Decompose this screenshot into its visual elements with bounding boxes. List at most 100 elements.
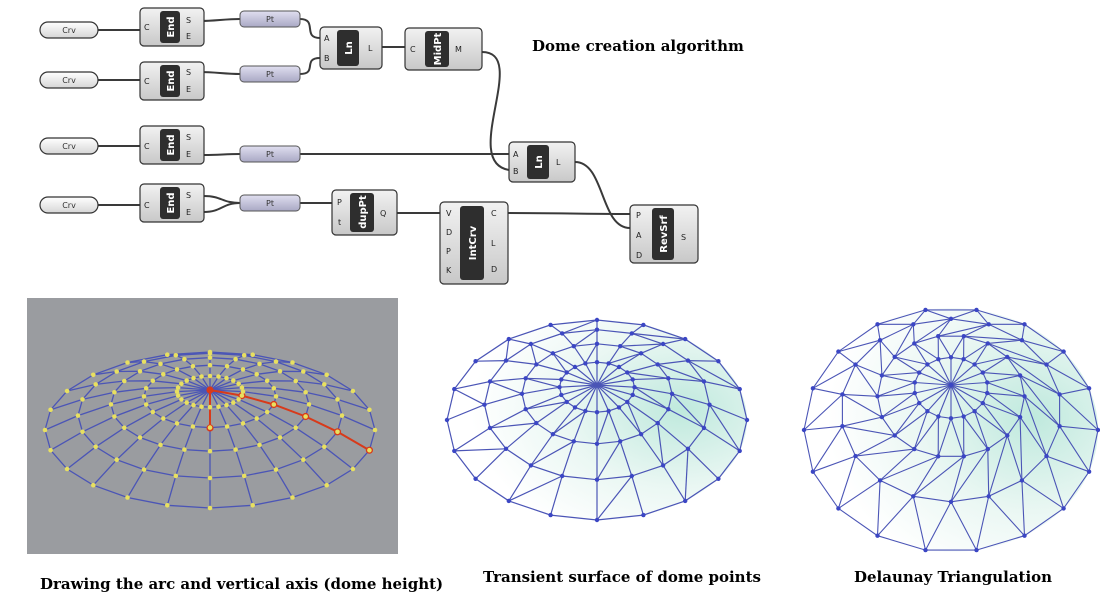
midpt-input-c: C: [410, 45, 416, 54]
delaunay-vertex-1-14: [948, 355, 954, 360]
transient-vertex-1-13: [564, 370, 569, 375]
viewport-vertex-5-22: [324, 372, 330, 378]
component-midpt[interactable]: MidPt C M: [404, 27, 483, 71]
transient-vertex-2-14: [550, 351, 556, 356]
delaunay-edge-2-18: [1019, 374, 1061, 427]
end-1-output-s: S: [186, 16, 191, 25]
viewport-vertex-4-20: [241, 353, 247, 358]
viewport-vertex-2-6: [224, 424, 230, 429]
intcrv-input-k: K: [446, 266, 452, 275]
delaunay-edge-1-18: [987, 374, 1025, 397]
viewport-vertex-1-11: [179, 397, 184, 402]
component-end-1-title: End: [166, 16, 177, 37]
viewport-vertex-1-7: [207, 404, 213, 410]
component-revsrf[interactable]: RevSrf P A D S: [629, 204, 699, 264]
transient-vertex-3-19: [685, 358, 691, 363]
transient-vertex-2-7: [571, 439, 576, 444]
transient-vertex-3-3: [685, 446, 691, 451]
delaunay-vertex-1-7: [925, 409, 930, 414]
viewport-vertex-2-1: [273, 394, 279, 399]
end-1-input-c: C: [144, 23, 150, 32]
transient-vertex-1-19: [625, 370, 630, 375]
wire-end3-pt3: [203, 153, 241, 156]
delaunay-spoke-7: [926, 384, 952, 412]
delaunay-vertex-4-2: [1086, 469, 1092, 474]
viewport-vertex-3-14: [112, 390, 117, 395]
viewport-vertex-1-21: [224, 375, 229, 381]
intcrv-output-d: D: [491, 265, 497, 274]
delaunay-edge-2-3: [988, 435, 1023, 497]
transient-vertex-1-10: [559, 392, 564, 398]
transient-diagonal-1-13: [552, 352, 568, 373]
revsrf-input-a: A: [636, 231, 642, 240]
transient-vertex-3-1: [707, 402, 712, 407]
transient-diagonal-2-9: [489, 422, 537, 429]
viewport-vertex-3-24: [303, 390, 308, 395]
component-ln-2[interactable]: Ln A B L: [508, 141, 576, 183]
component-end-2[interactable]: End C S E: [139, 61, 205, 101]
transient-vertex-2-4: [638, 432, 644, 437]
viewport-vertex-3-7: [207, 448, 213, 454]
component-end-1[interactable]: End C S E: [139, 7, 205, 47]
viewport-vertex-1-6: [216, 404, 221, 410]
param-pt-4[interactable]: Pt: [239, 194, 301, 212]
delaunay-vertex-4-8: [836, 506, 841, 511]
delaunay-edge-1-11: [881, 356, 920, 376]
viewport-meridian-24: [209, 386, 370, 411]
pt-params: Pt Pt Pt Pt: [239, 10, 301, 212]
delaunay-edge-1-9: [877, 392, 916, 418]
param-pt-2[interactable]: Pt: [239, 65, 301, 83]
delaunay-vertex-3-18: [1057, 392, 1062, 397]
viewport-vertex-4-2: [335, 429, 340, 435]
viewport-vertex-1-3: [236, 397, 241, 402]
delaunay-spoke-16: [950, 363, 975, 386]
revsrf-input-d: D: [636, 251, 642, 260]
transient-vertex-1-1: [632, 385, 637, 390]
ln-1-input-a: A: [324, 34, 330, 43]
param-crv-4[interactable]: Crv: [39, 196, 99, 214]
viewport-vertex-2-9: [174, 421, 180, 426]
transient-vertex-2-8: [550, 432, 556, 437]
delaunay-spoke-2: [950, 384, 984, 404]
viewport-vertex-2-19: [207, 362, 213, 368]
viewport-meridian-21: [209, 360, 293, 391]
param-pt-3[interactable]: Pt: [239, 145, 301, 163]
delaunay-edge-2-15: [963, 323, 1022, 341]
param-crv-3[interactable]: Crv: [39, 137, 99, 155]
param-pt-1[interactable]: Pt: [239, 10, 301, 28]
delaunay-edge-3-8: [812, 455, 857, 509]
delaunay-edge-2-13: [912, 318, 952, 344]
transient-vertex-2-13: [534, 362, 539, 367]
delaunay-edge-1-16: [974, 343, 1008, 365]
transient-vertex-3-9: [503, 446, 509, 451]
delaunay-vertex-4-18: [1086, 386, 1092, 391]
transient-vertex-3-10: [487, 425, 493, 431]
delaunay-edge-1-14: [937, 335, 965, 358]
component-end-4-title: End: [166, 192, 177, 213]
delaunay-edge-3-12: [838, 324, 881, 353]
component-end-3[interactable]: End C S E: [139, 125, 205, 165]
param-crv-1[interactable]: Crv: [39, 21, 99, 39]
param-crv-2[interactable]: Crv: [39, 71, 99, 89]
viewport-vertex-4-16: [114, 369, 119, 374]
viewport-vertex-1-4: [231, 400, 236, 405]
viewport-vertex-3-6: [233, 447, 238, 452]
intcrv-input-d: D: [446, 228, 452, 237]
delaunay-vertex-2-16: [985, 341, 990, 346]
transient-diagonal-2-7: [530, 440, 575, 466]
transient-vertex-4-19: [716, 359, 721, 364]
delaunay-vertex-4-3: [1061, 506, 1066, 511]
component-intcrv[interactable]: IntCrv V D P K C L D: [439, 201, 509, 285]
component-ln-1[interactable]: Ln A B L: [319, 26, 383, 70]
component-end-3-title: End: [166, 134, 177, 155]
delaunay-vertex-2-4: [985, 446, 990, 452]
component-duppt[interactable]: dupPt P t Q: [331, 189, 398, 236]
viewport-vertex-3-1: [306, 402, 312, 407]
delaunay-vertex-4-4: [1022, 533, 1027, 538]
delaunay-vertex-2-18: [1017, 373, 1023, 378]
delaunay-vertex-4-10: [801, 427, 807, 433]
component-end-4[interactable]: End C S E: [139, 183, 205, 223]
viewport-vertex-5-5: [290, 495, 295, 500]
viewport-vertex-2-4: [254, 416, 259, 421]
transient-vertex-2-1: [669, 391, 675, 396]
